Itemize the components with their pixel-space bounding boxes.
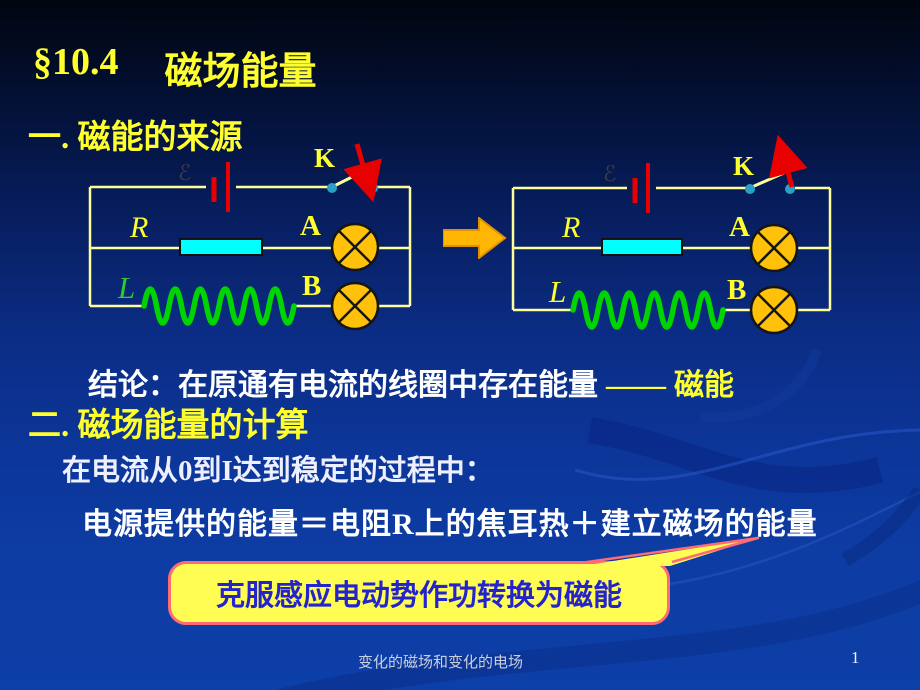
transform-arrow-icon xyxy=(443,217,507,259)
resistor-label: R xyxy=(129,211,148,244)
emf-label: ℰ xyxy=(178,161,191,186)
conclusion-highlight: 磁能 xyxy=(674,369,734,402)
battery-icon xyxy=(211,162,230,212)
inductor-coil-icon xyxy=(570,290,726,330)
lamp-b-label: B xyxy=(727,274,746,306)
inductor-coil-icon xyxy=(141,286,297,326)
page-number: 1 xyxy=(851,648,860,667)
switch-blade xyxy=(751,170,787,189)
switch-terminal-right xyxy=(368,183,378,193)
lamp-a-icon xyxy=(749,223,799,273)
lamp-a-icon xyxy=(330,222,380,272)
circuit-diagram-left: ℰ K R A L B xyxy=(88,143,412,331)
circuit-diagram-right: ℰ K R A L B xyxy=(511,135,832,335)
resistor-box xyxy=(179,238,263,256)
energy-equation: 电源提供的能量＝电阻R上的焦耳热＋建立磁场的能量 xyxy=(82,508,818,541)
section2-heading: 二. 磁场能量的计算 xyxy=(28,408,309,444)
page-title: §10.4 磁场能量 xyxy=(33,40,317,95)
switch-terminal-left xyxy=(327,183,337,193)
callout-box: 克服感应电动势作功转换为磁能 xyxy=(168,561,670,625)
lamp-b-icon xyxy=(749,285,799,335)
resistor-label: R xyxy=(561,211,580,244)
process-line: 在电流从0到I达到稳定的过程中： xyxy=(62,455,494,487)
lamp-b-icon xyxy=(330,281,380,331)
emf-label: ℰ xyxy=(603,162,616,187)
resistor-box xyxy=(601,238,683,256)
switch-opening-arrow-icon xyxy=(768,135,808,188)
page-title-number: §10.4 xyxy=(33,41,119,83)
switch-closing-arrow-icon xyxy=(343,143,382,203)
switch-label: K xyxy=(314,143,335,173)
section1-heading: 一. 磁能的来源 xyxy=(28,120,243,156)
conclusion-line: 结论：在原通有电流的线圈中存在能量——磁能 xyxy=(88,360,734,404)
battery-icon xyxy=(632,163,650,213)
inductor-label: L xyxy=(548,274,566,309)
callout-text: 克服感应电动势作功转换为磁能 xyxy=(215,580,622,612)
callout-tail xyxy=(579,536,760,566)
switch-terminal-left xyxy=(745,184,755,194)
inductor-label: L xyxy=(117,270,135,305)
footer-title: 变化的磁场和变化的电场 xyxy=(358,655,524,671)
conclusion-dash: —— xyxy=(606,369,666,402)
lamp-b-label: B xyxy=(302,270,321,302)
lamp-a-label: A xyxy=(729,211,750,243)
page-title-text: 磁场能量 xyxy=(164,51,317,93)
lamp-a-label: A xyxy=(300,210,321,242)
conclusion-text: 结论：在原通有电流的线圈中存在能量 xyxy=(88,369,598,402)
switch-label: K xyxy=(733,151,754,181)
